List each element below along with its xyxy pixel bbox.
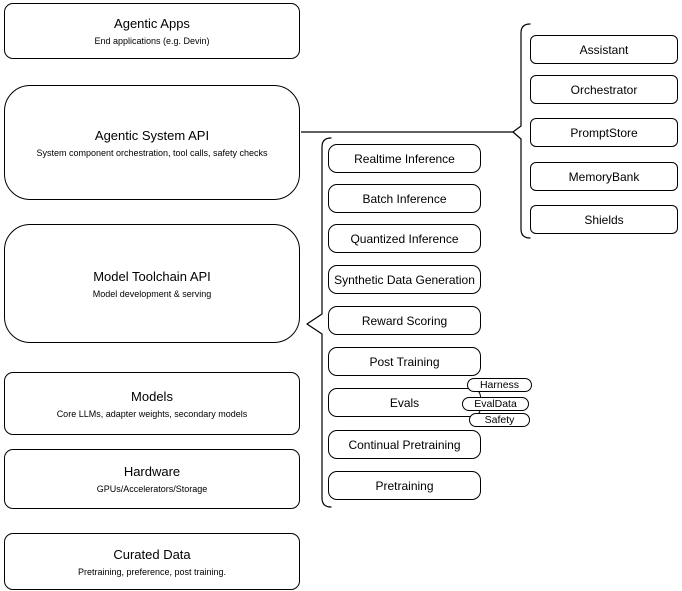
toolchain-item-batch-inference: Batch Inference	[328, 184, 481, 213]
toolchain-item-quantized-inference: Quantized Inference	[328, 224, 481, 253]
node-title: Model Toolchain API	[93, 268, 211, 284]
node-title: Curated Data	[113, 546, 191, 562]
evals-tag-safety: Safety	[469, 413, 530, 427]
component-shields: Shields	[530, 205, 678, 234]
item-label: Evals	[389, 395, 420, 410]
node-title: Models	[131, 388, 173, 404]
node-subtitle: Model development & serving	[92, 288, 212, 299]
node-model-toolchain-api: Model Toolchain API Model development & …	[4, 224, 300, 343]
item-label: Post Training	[369, 354, 440, 369]
tag-label: Harness	[479, 378, 520, 391]
component-label: MemoryBank	[568, 169, 640, 184]
node-subtitle: GPUs/Accelerators/Storage	[96, 484, 208, 494]
item-label: Pretraining	[375, 478, 434, 493]
node-agentic-apps: Agentic Apps End applications (e.g. Devi…	[4, 3, 300, 59]
item-label: Realtime Inference	[354, 151, 455, 166]
node-subtitle: Pretraining, preference, post training.	[77, 566, 227, 577]
component-assistant: Assistant	[530, 35, 678, 64]
item-label: Continual Pretraining	[348, 437, 461, 452]
component-label: Assistant	[579, 42, 629, 57]
toolchain-item-realtime-inference: Realtime Inference	[328, 144, 481, 173]
toolchain-brace	[306, 137, 332, 508]
toolchain-item-reward-scoring: Reward Scoring	[328, 306, 481, 335]
node-subtitle: System component orchestration, tool cal…	[36, 147, 268, 158]
item-label: Reward Scoring	[361, 313, 448, 328]
node-hardware: Hardware GPUs/Accelerators/Storage	[4, 449, 300, 509]
toolchain-item-pretraining: Pretraining	[328, 471, 481, 500]
item-label: Batch Inference	[362, 191, 447, 206]
component-orchestrator: Orchestrator	[530, 75, 678, 104]
toolchain-item-continual-pretraining: Continual Pretraining	[328, 430, 481, 459]
node-models: Models Core LLMs, adapter weights, secon…	[4, 372, 300, 435]
tag-label: Safety	[484, 413, 515, 426]
component-promptstore: PromptStore	[530, 118, 678, 147]
node-title: Hardware	[123, 464, 181, 479]
node-agentic-system-api: Agentic System API System component orch…	[4, 85, 300, 200]
system-brace	[512, 23, 531, 239]
node-title: Agentic Apps	[114, 16, 190, 31]
node-curated-data: Curated Data Pretraining, preference, po…	[4, 533, 300, 590]
component-memorybank: MemoryBank	[530, 162, 678, 191]
item-label: Synthetic Data Generation	[334, 272, 475, 287]
node-subtitle: End applications (e.g. Devin)	[94, 36, 210, 46]
evals-tag-evaldata: EvalData	[462, 397, 529, 411]
evals-tag-harness: Harness	[467, 378, 532, 392]
item-label: Quantized Inference	[350, 231, 459, 246]
component-label: Shields	[584, 212, 624, 227]
component-label: Orchestrator	[570, 82, 638, 97]
node-title: Agentic System API	[94, 127, 210, 143]
toolchain-item-synthetic-data-generation: Synthetic Data Generation	[328, 265, 481, 294]
tag-label: EvalData	[474, 397, 517, 410]
node-subtitle: Core LLMs, adapter weights, secondary mo…	[56, 408, 248, 419]
toolchain-item-post-training: Post Training	[328, 347, 481, 376]
component-label: PromptStore	[570, 125, 638, 140]
toolchain-item-evals: Evals	[328, 388, 481, 417]
